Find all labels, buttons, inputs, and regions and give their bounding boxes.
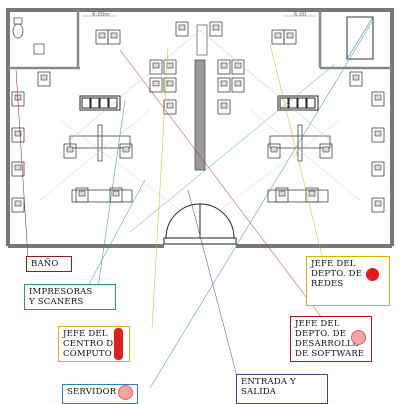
workstation-icon xyxy=(11,197,25,213)
workstation-icon xyxy=(95,29,109,45)
workstation-icon xyxy=(163,99,177,115)
dimension-right: 6.00 xyxy=(294,12,307,18)
desk-cluster-left xyxy=(69,124,133,203)
software-indicator xyxy=(351,330,366,345)
workstation-icon xyxy=(371,91,385,107)
workstation-icon xyxy=(305,187,319,203)
workstation-icon xyxy=(209,21,223,37)
workstation-icon xyxy=(63,143,77,159)
printer-shelf-left xyxy=(79,95,121,111)
workstation-icon xyxy=(109,187,123,203)
workstation-icon xyxy=(163,77,177,93)
redes-indicator xyxy=(366,268,379,281)
workstation-icon xyxy=(175,21,189,37)
inner-walls xyxy=(8,10,392,70)
workstation-icon xyxy=(75,187,89,203)
workstation-icon xyxy=(217,77,231,93)
workstation-icon xyxy=(217,59,231,75)
workstation-icon xyxy=(119,143,133,159)
workstation-icon xyxy=(231,77,245,93)
workstation-icon xyxy=(149,77,163,93)
workstation-icon xyxy=(149,59,163,75)
workstation-icon xyxy=(349,71,363,87)
window-box xyxy=(346,16,374,60)
workstation-icon xyxy=(217,99,231,115)
workstation-icon xyxy=(371,197,385,213)
workstation-icon xyxy=(283,29,297,45)
desk-cluster-right xyxy=(267,124,331,203)
workstation-icon xyxy=(11,161,25,177)
central-table xyxy=(194,59,206,171)
computo-indicator xyxy=(114,328,123,360)
toilet-icon xyxy=(12,17,24,39)
workstation-icon xyxy=(271,29,285,45)
workstation-icon xyxy=(371,161,385,177)
workstations xyxy=(11,21,385,213)
printer-shelf-right xyxy=(277,95,319,111)
label-impresoras: IMPRESORAS Y SCANERS xyxy=(24,284,116,310)
sink-icon xyxy=(33,43,45,55)
network-lines xyxy=(15,21,373,389)
workstation-icon xyxy=(107,29,121,45)
walls xyxy=(6,8,394,248)
label-bano: BAÑO xyxy=(26,256,72,272)
workstation-icon xyxy=(163,59,177,75)
label-jefe-redes: JEFE DEL DEPTO. DE REDES xyxy=(306,256,390,306)
workstation-icon xyxy=(267,143,281,159)
workstation-icon xyxy=(11,127,25,143)
workstation-icon xyxy=(275,187,289,203)
workstation-icon xyxy=(371,127,385,143)
workstation-icon xyxy=(37,71,51,87)
dimension-left: 6.00m xyxy=(92,12,110,18)
servidor-indicator xyxy=(118,385,133,400)
workstation-icon xyxy=(319,143,333,159)
entrance-door xyxy=(163,203,237,245)
